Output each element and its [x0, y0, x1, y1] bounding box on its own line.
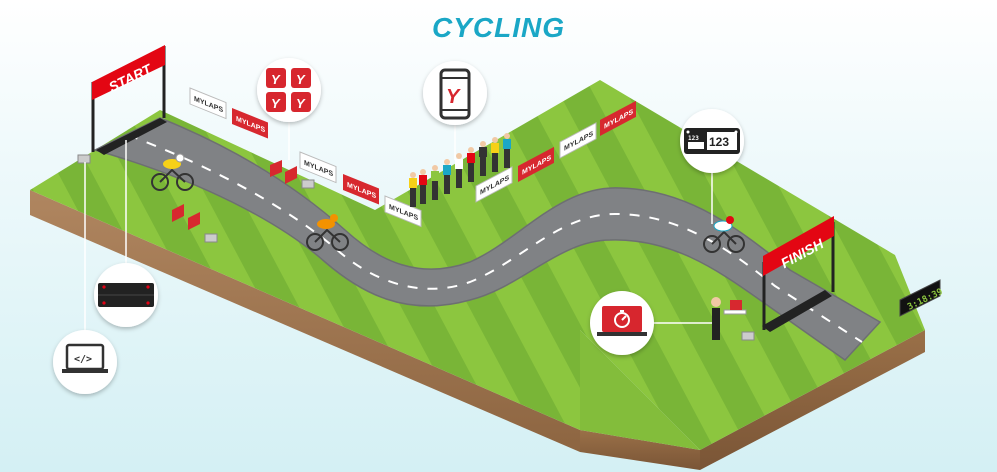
start-timing-mat — [96, 118, 167, 155]
tag-logo: Y — [296, 72, 306, 87]
tag-logo: Y — [271, 96, 281, 111]
bib-small-number: 123 — [688, 135, 699, 142]
tag-logo: Y — [296, 96, 306, 111]
page-title: CYCLING — [432, 12, 565, 43]
finish-timing-mat — [762, 290, 832, 332]
spectator-crowd — [409, 133, 511, 207]
timing-operator — [711, 297, 755, 341]
decoder-box-start — [77, 154, 91, 164]
timing-mat-icon — [94, 263, 158, 327]
race-road — [92, 117, 882, 361]
bib-big-number: 123 — [709, 135, 729, 149]
bib-number-icon: 123 123 — [680, 109, 744, 173]
tag-stands — [172, 160, 315, 243]
phone-logo: Y — [446, 86, 461, 108]
timing-laptop-icon — [590, 291, 654, 355]
cyclist-orange — [306, 214, 349, 251]
phone-app-icon: Y — [423, 61, 487, 125]
cyclist-yellow — [151, 153, 194, 191]
laptop-code-icon: </> — [53, 330, 117, 394]
tag-logo: Y — [271, 72, 281, 87]
callout-lines — [84, 118, 713, 345]
grass-edge — [580, 330, 700, 450]
cyclist-white — [703, 216, 745, 253]
laptop-code-glyph: </> — [74, 354, 92, 365]
ground-soil — [30, 190, 925, 470]
race-tags-icon: Y Y Y Y — [257, 58, 321, 122]
